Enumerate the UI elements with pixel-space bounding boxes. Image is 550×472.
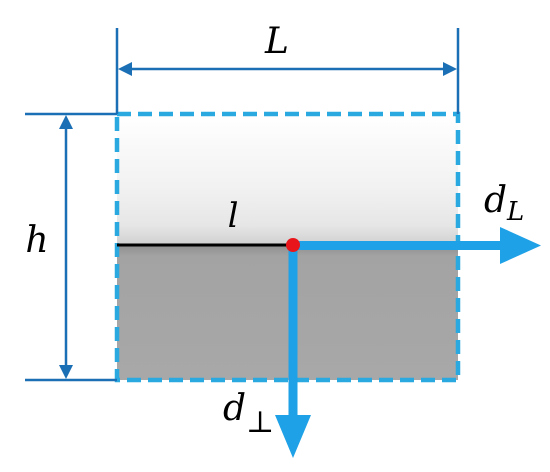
d-perp-arrow — [275, 246, 311, 458]
upper-region — [117, 114, 458, 245]
label-d-l: dL — [484, 180, 524, 227]
label-length: L — [264, 21, 289, 62]
label-d-perp-main: d — [223, 388, 246, 429]
label-line: l — [228, 196, 239, 236]
label-d-perp-sub: ⊥ — [246, 405, 274, 440]
label-d-perp: d⊥ — [223, 388, 274, 440]
label-d-l-main: d — [484, 180, 507, 221]
dimension-length — [115, 28, 460, 114]
dimension-height — [25, 112, 117, 382]
label-d-l-sub: L — [506, 197, 524, 227]
d-l-arrow — [293, 227, 541, 264]
lower-region — [117, 245, 458, 380]
label-height: h — [25, 220, 48, 261]
intersection-point — [286, 238, 300, 252]
